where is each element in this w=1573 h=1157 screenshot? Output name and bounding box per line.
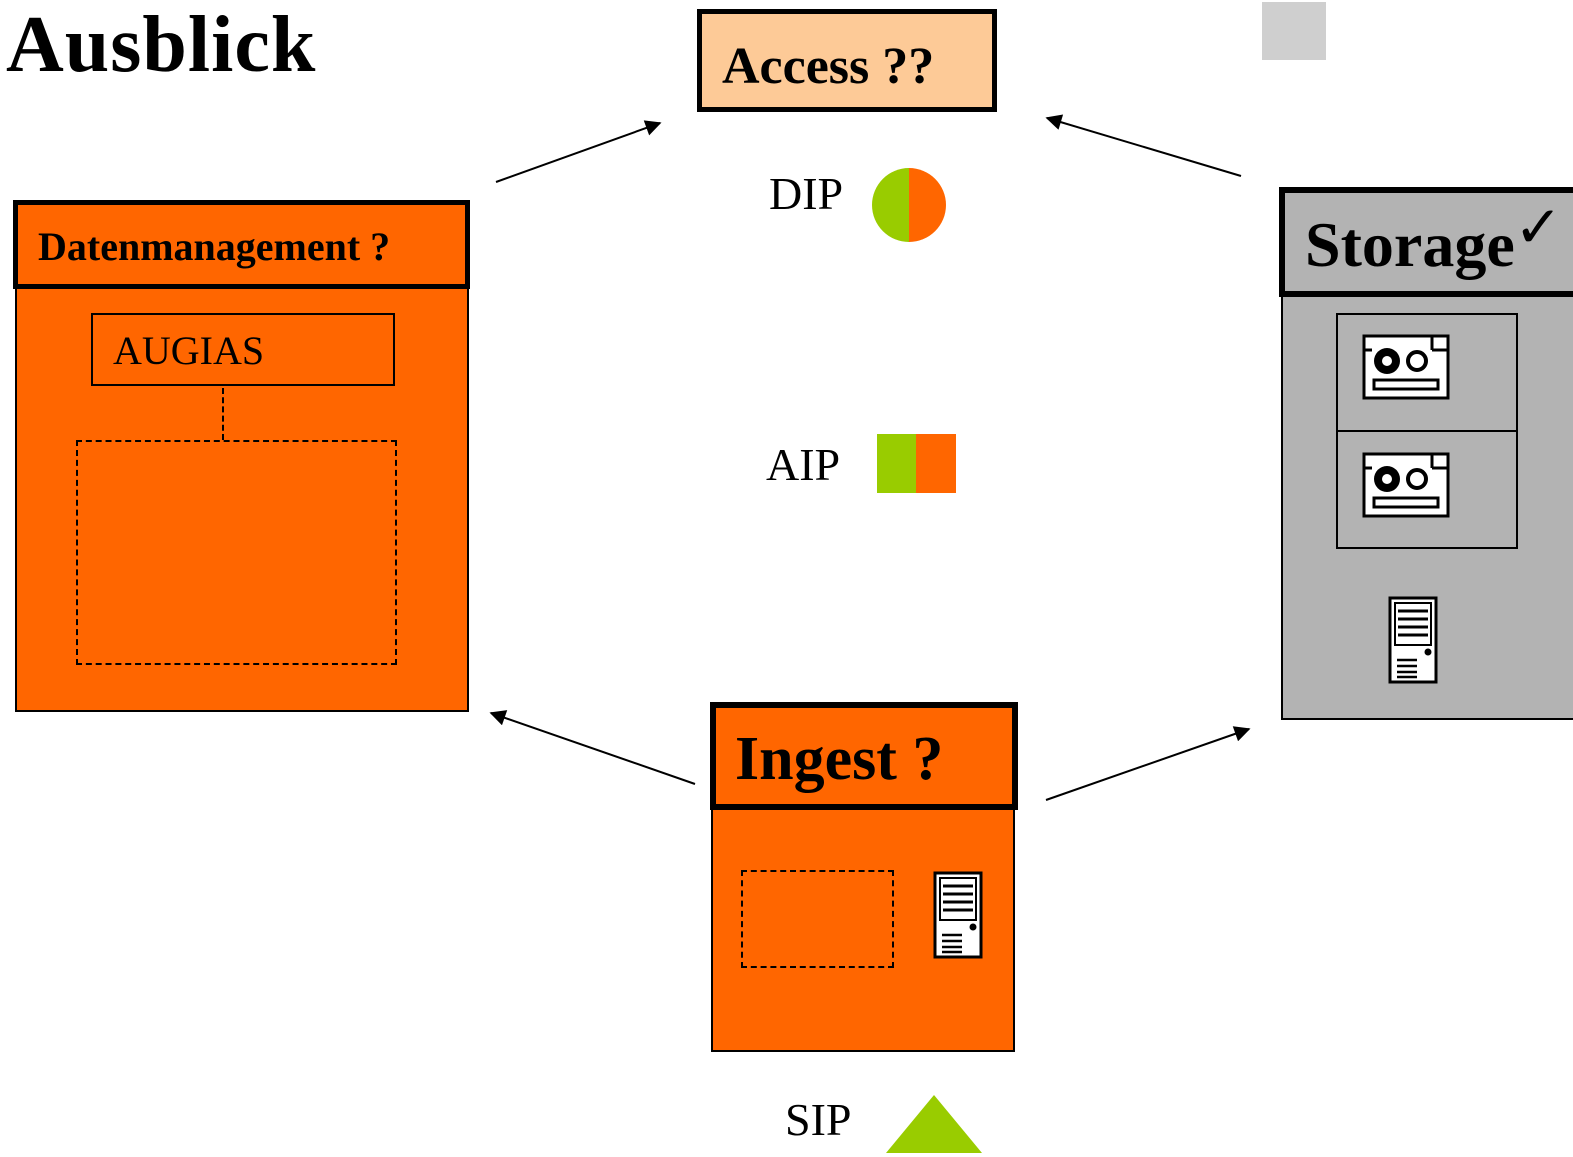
arrow-ingest-to-storage: [1045, 726, 1251, 801]
dip-icon-orange-half: [909, 168, 946, 242]
access-box: [697, 9, 997, 112]
tape-library-divider: [1336, 430, 1518, 432]
arrow-storage-to-access: [1045, 114, 1242, 177]
augias-label: AUGIAS: [113, 328, 265, 373]
ingest-header: [710, 702, 1018, 810]
aip-icon-green-half: [877, 434, 916, 493]
slide-title: Ausblick: [6, 1, 317, 89]
server-tower-icon: [1388, 596, 1438, 684]
arrow-datenmanagement-to-access: [495, 120, 662, 183]
sip-label: SIP: [785, 1094, 852, 1145]
ingest-label: Ingest ?: [735, 725, 944, 793]
dip-icon-green-half: [872, 168, 909, 242]
ingest-placeholder: [741, 870, 894, 968]
sip-icon: [886, 1095, 982, 1153]
datenmanagement-header: [13, 200, 470, 289]
corner-square: [1262, 2, 1326, 60]
server-tower-icon: [933, 871, 983, 959]
storage-label: Storage: [1305, 209, 1515, 280]
access-label: Access ??: [722, 38, 935, 95]
datenmanagement-label: Datenmanagement ?: [38, 224, 391, 269]
tape-drive-icon: [1362, 452, 1450, 518]
aip-label: AIP: [766, 439, 841, 490]
check-icon: ✓: [1514, 195, 1563, 260]
augias-box: [91, 313, 395, 386]
aip-icon-orange-half: [916, 434, 956, 493]
tape-drive-icon: [1362, 334, 1450, 400]
storage-header: [1279, 187, 1573, 297]
dip-label: DIP: [769, 168, 844, 219]
augias-connector: [222, 388, 224, 440]
arrow-ingest-to-datenmanagement: [489, 710, 696, 785]
datenmanagement-placeholder: [76, 440, 397, 665]
